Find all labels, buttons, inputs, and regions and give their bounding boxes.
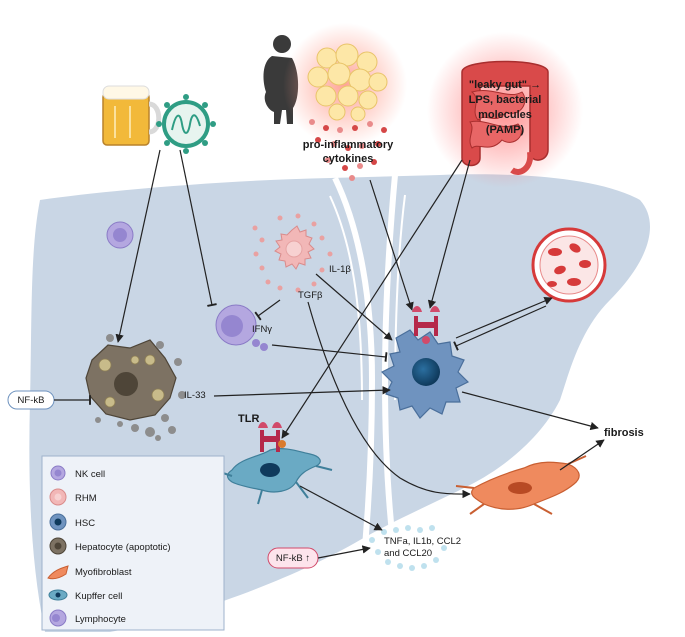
svg-text:Myofibroblast: Myofibroblast [75,567,132,578]
beer-mug-icon [102,85,162,146]
tnfa-label-line1: TNFa, IL1b, CCL2 [384,536,461,547]
il1b-label: IL-1β [329,264,351,275]
nk-cell [106,221,134,249]
hsc-cell [380,306,470,419]
legend-item-lymphocyte: Lymphocyte [49,609,126,627]
myofibroblast-icon [47,565,69,580]
lymphocyte-cell [215,304,268,351]
leaky-gut-line3: molecules [478,109,532,121]
svg-text:Hepatocyte (apoptotic): Hepatocyte (apoptotic) [75,542,171,553]
legend-item-nk-cell: NK cell [50,465,105,481]
cytokine-dots [309,119,387,181]
leaky-gut-line1: "leaky gut" → [469,79,541,91]
svg-text:HSC: HSC [75,518,95,529]
svg-text:NF-kB ↑: NF-kB ↑ [276,553,310,564]
fibrosis-label: fibrosis [604,427,644,439]
blood-vessel-icon [531,227,607,303]
ifng-label: IFNγ [252,324,272,335]
svg-text:NK cell: NK cell [75,469,105,480]
virus-icon [156,94,216,154]
legend-item-kupffer-cell: Kupffer cell [48,589,122,602]
tnfa-dots [369,525,447,571]
il33-label: IL-33 [184,390,206,401]
adipose-tissue-icon [283,23,407,147]
svg-text:Lymphocyte: Lymphocyte [75,614,126,625]
rhm-cell [252,213,333,293]
intestine-icon [427,32,583,188]
legend-item-rhm: RHM [49,488,97,506]
cytokines-label-line1: pro-inflammatory [303,139,394,151]
nfkb-bottom-badge: NF-kB ↑ [267,547,319,569]
cytokines-label-line2: cytokines [323,153,374,165]
legend-item-hepatocyte: Hepatocyte (apoptotic) [49,537,171,555]
legend-item-hsc: HSC [49,513,95,531]
legend-item-myofibroblast: Myofibroblast [47,565,132,580]
legend-panel: NK cell RHM HSC Hepatocyte (apoptotic) M… [41,455,225,631]
tgfb-label: TGFβ [298,290,323,301]
svg-text:RHM: RHM [75,493,97,504]
leaky-gut-line4: (PAMP) [486,124,525,136]
tnfa-label-line2: and CCL20 [384,548,432,559]
arrows [54,149,605,559]
myofibroblast-cell [455,455,587,515]
leaky-gut-line2: LPS, bacterial [469,94,542,106]
nfkb-left-badge: NF-kB [7,390,55,410]
tlr-label: TLR [238,413,259,425]
svg-text:NF-kB: NF-kB [18,395,45,406]
svg-text:Kupffer cell: Kupffer cell [75,591,122,602]
